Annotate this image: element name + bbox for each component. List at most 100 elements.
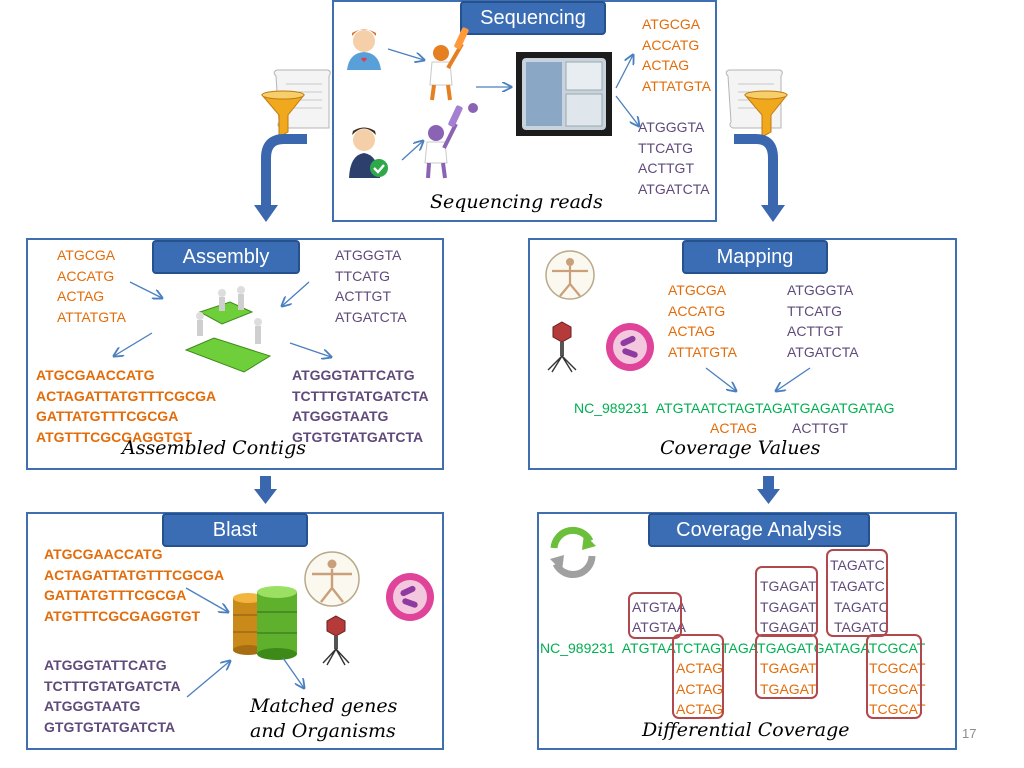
person-check-icon xyxy=(349,127,388,178)
asm-read-purple: TTCATG xyxy=(335,267,390,284)
coverage-highlight-box xyxy=(755,634,818,699)
asm-read-orange: ATGCGA xyxy=(57,247,116,263)
flow-arrow-right xyxy=(734,134,785,222)
scientist-orange-icon xyxy=(429,27,469,101)
funnel-scroll-icon-right xyxy=(725,69,789,138)
map-read-orange: ACTAG xyxy=(668,323,716,339)
flow-arrow-left xyxy=(254,134,307,222)
vitruvian-man-icon xyxy=(545,250,595,300)
blast-contig-orange: ACTAGATTATGTTTCGCGA xyxy=(44,566,225,583)
cov-col3-purple: TAGATC xyxy=(830,557,885,573)
asm-contig-orange: ACTAGATTATGTTTCGCGA xyxy=(36,387,217,404)
seq-read-orange: ACCATG xyxy=(642,36,700,53)
cov-col3-orange: TCGCAT xyxy=(869,660,926,676)
coverage-highlight-box xyxy=(826,549,888,637)
cov-col2-purple: TGAGAT xyxy=(760,619,817,635)
coverage-title: Coverage Analysis xyxy=(648,513,870,547)
map-read-purple: ATGATCTA xyxy=(787,343,859,360)
blast-contig-orange: GATTATGTTTCGCGA xyxy=(44,587,187,603)
cov-col3-purple: TAGATC xyxy=(834,599,889,615)
bacteriophage-icon-blast xyxy=(322,615,350,666)
cov-col2-purple: TGAGAT xyxy=(760,578,817,594)
page-number: 17 xyxy=(962,726,977,741)
seq-read-orange: ATTATGTA xyxy=(642,77,711,94)
map-read-purple: TTCATG xyxy=(787,302,842,319)
asm-contig-purple: TCTTTGTATGATCTA xyxy=(292,387,429,404)
asm-read-purple: ACTTGT xyxy=(335,288,391,304)
asm-contig-orange: GATTATGTTTCGCGA xyxy=(36,408,179,424)
asm-contig-purple: GTGTGTATGATCTA xyxy=(292,428,424,445)
flow-arrow-down-left xyxy=(254,476,277,504)
cov-col1-purple: ATGTAA xyxy=(632,599,686,615)
asm-contig-orange: ATGTTTCGCGAGGTGT xyxy=(36,428,193,445)
coverage-highlight-box xyxy=(628,592,682,639)
cov-col1-orange: ACTAG xyxy=(676,660,724,676)
sequencing-caption: Sequencing reads xyxy=(430,191,603,213)
map-read-orange: ACCATG xyxy=(668,302,726,319)
blast-caption: Matched genes and Organisms xyxy=(250,695,398,742)
cov-col2-orange: TGAGAT xyxy=(760,681,817,697)
vitruvian-man-icon-blast xyxy=(304,551,360,607)
funnel-scroll-icon-left xyxy=(260,69,331,138)
seq-read-purple: TTCATG xyxy=(638,139,693,156)
blast-contig-orange: ATGTTTCGCGAGGTGT xyxy=(44,607,201,624)
coverage-highlight-box xyxy=(755,566,818,637)
seq-read-orange: ATGCGA xyxy=(642,16,701,32)
bacteria-icon-blast xyxy=(386,573,434,621)
person-heart-icon xyxy=(347,29,381,70)
mapping-caption: Coverage Values xyxy=(660,437,821,459)
cov-col2-orange: TGAGAT xyxy=(760,660,817,676)
cov-col1-purple: ATGTAA xyxy=(632,619,686,635)
sequencer-machine-icon xyxy=(516,52,612,136)
blast-contig-purple: GTGTGTATGATCTA xyxy=(44,718,176,735)
asm-read-orange: ACTAG xyxy=(57,288,105,304)
map-read-purple: ACTTGT xyxy=(787,323,843,339)
seq-read-purple: ATGATCTA xyxy=(638,180,710,197)
blast-contig-purple: TCTTTGTATGATCTA xyxy=(44,677,181,694)
seq-read-orange: ACTAG xyxy=(642,57,690,73)
asm-read-purple: ATGGGTA xyxy=(335,247,402,263)
cov-reference-sequence: NC_989231 ATGTAATCTAGTAGATGAGATGATAGATCG… xyxy=(540,640,926,656)
coverage-caption: Differential Coverage xyxy=(642,719,850,741)
coverage-highlight-box xyxy=(866,634,922,719)
cov-col1-orange: ACTAG xyxy=(676,701,724,717)
puzzle-people-icon xyxy=(180,286,274,384)
mapping-panel xyxy=(528,238,957,470)
asm-read-orange: ACCATG xyxy=(57,267,115,284)
cov-col3-purple: TAGATC xyxy=(830,578,885,594)
asm-contig-purple: ATGGGTAATG xyxy=(292,408,389,424)
coverage-highlight-box xyxy=(672,634,724,719)
scientist-purple-icon xyxy=(424,103,478,179)
asm-read-orange: ATTATGTA xyxy=(57,308,126,325)
refresh-icon xyxy=(550,526,596,579)
seq-read-purple: ACTTGT xyxy=(638,160,694,176)
map-mapped-purple: ACTTGT xyxy=(792,420,848,436)
cov-col3-purple: TAGATC xyxy=(834,619,889,635)
asm-contig-orange: ATGCGAACCATG xyxy=(36,367,155,383)
map-reference-sequence: NC_989231 ATGTAATCTAGTAGATGAGATGATAG xyxy=(574,400,895,416)
flow-arrow-down-right xyxy=(757,476,780,504)
sequencing-title: Sequencing xyxy=(460,1,606,35)
blast-title: Blast xyxy=(162,513,308,547)
cov-col3-orange: TCGCAT xyxy=(869,701,926,717)
map-mapped-orange: ACTAG xyxy=(710,420,758,436)
cov-col3-orange: TCGCAT xyxy=(869,681,926,697)
map-read-orange: ATTATGTA xyxy=(668,343,737,360)
asm-contig-purple: ATGGGTATTCATG xyxy=(292,367,415,383)
bacteriophage-icon xyxy=(547,321,577,373)
asm-read-purple: ATGATCTA xyxy=(335,308,407,325)
database-icon xyxy=(233,586,297,660)
map-read-purple: ATGGGTA xyxy=(787,282,854,298)
blast-contig-purple: ATGGGTATTCATG xyxy=(44,657,167,673)
mapping-title: Mapping xyxy=(682,240,828,274)
map-read-orange: ATGCGA xyxy=(668,282,727,298)
bacteria-icon xyxy=(606,323,654,371)
blast-contig-purple: ATGGGTAATG xyxy=(44,698,141,714)
blast-contig-orange: ATGCGAACCATG xyxy=(44,546,163,562)
seq-read-purple: ATGGGTA xyxy=(638,119,705,135)
cov-col2-purple: TGAGAT xyxy=(760,599,817,615)
assembly-caption: Assembled Contigs xyxy=(122,437,307,459)
assembly-title: Assembly xyxy=(152,240,300,274)
cov-col1-orange: ACTAG xyxy=(676,681,724,697)
